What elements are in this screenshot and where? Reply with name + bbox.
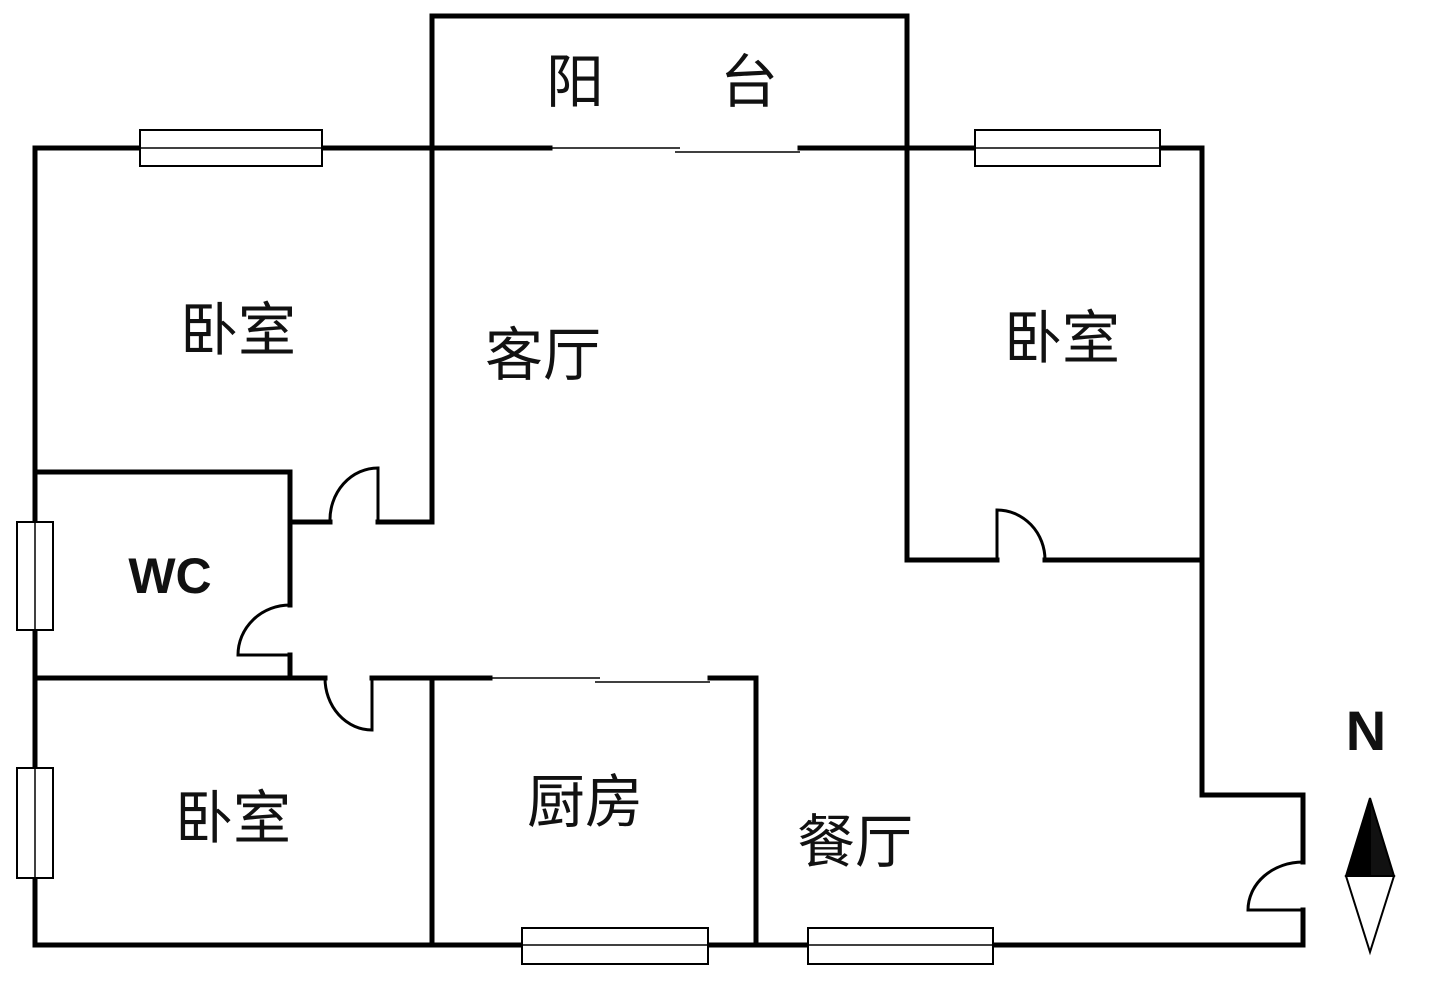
window-sw-bedroom: [16, 767, 54, 879]
balcony-label: 阳 台: [546, 48, 778, 116]
balcony-wall: [429, 13, 910, 151]
door-sw-bedroom: [323, 677, 374, 732]
bedroom-sw-label: 卧室: [175, 784, 291, 852]
north-label: N: [1346, 699, 1386, 762]
nw-bedroom-partition: [375, 145, 435, 525]
ne-bedroom-partition: [904, 145, 1000, 563]
windows: [16, 129, 1161, 965]
door-wc: [236, 603, 291, 657]
door-entrance: [1246, 860, 1304, 912]
window-nw-bedroom: [139, 129, 323, 167]
door-nw-bedroom: [328, 466, 380, 523]
right-wall: [1199, 145, 1306, 865]
window-ne-bedroom: [974, 129, 1161, 167]
window-wc: [16, 521, 54, 631]
kitchen-label: 厨房: [527, 768, 643, 836]
window-dining: [807, 927, 994, 965]
bedroom-ne-label: 卧室: [1004, 304, 1120, 372]
swing-doors: [236, 466, 1304, 912]
wc-label: WC: [128, 548, 211, 604]
room-labels: 阳 台 卧室 客厅 卧室 WC 卧室 厨房 餐厅: [128, 48, 1120, 876]
walls: [32, 13, 1306, 948]
sliding-doors: [490, 147, 800, 683]
compass: N: [1344, 699, 1396, 956]
window-kitchen: [521, 927, 709, 965]
bedroom-nw-label: 卧室: [180, 296, 296, 364]
door-ne-bedroom: [995, 508, 1047, 561]
dining-room-label: 餐厅: [797, 808, 913, 876]
north-arrow-icon: [1344, 797, 1396, 956]
living-room-label: 客厅: [485, 321, 601, 389]
